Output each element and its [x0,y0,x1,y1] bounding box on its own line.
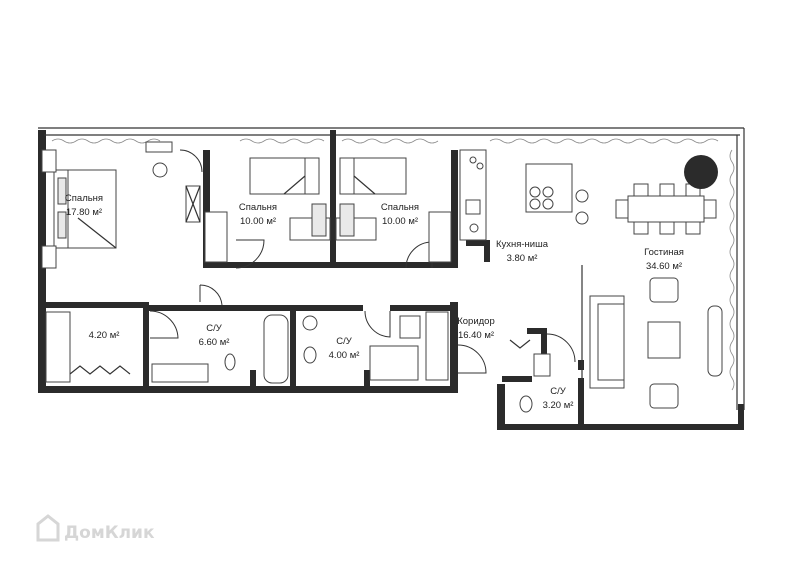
shower-2 [369,345,419,381]
toilet-2 [303,346,317,364]
toilet-1 [224,353,236,371]
coffee-table [647,321,681,359]
toilet-3 [519,395,533,413]
label-bedroom-2-name: Спальня [239,202,277,213]
label-kitchen-area: 3.80 м² [507,253,538,264]
label-bath-3-name: С/У [550,386,567,397]
house-logo-icon [36,514,60,542]
label-bath-1-area: 6.60 м² [199,337,230,348]
door-balcony-1 [179,149,203,173]
bathtub [263,314,289,384]
room-labels: Спальня 17.80 м² Спальня 10.00 м² Спальн… [65,193,684,411]
bed-2 [249,157,320,195]
windows [51,138,735,391]
vanity-1 [151,363,209,383]
storage-hangers [69,365,131,375]
main-bed [41,149,117,269]
chair-2 [311,203,327,237]
label-bath-2-area: 4.00 м² [329,350,360,361]
label-bath-1-name: С/У [206,323,223,334]
bed-3 [339,157,407,195]
armchair-2 [649,383,679,409]
door-bath-2 [364,310,391,338]
wardrobe-2 [204,211,228,263]
corridor-wardrobe [425,311,449,381]
stool [152,162,168,178]
dining-table [615,183,717,235]
interior-walls [44,130,584,428]
kitchen-island [525,163,589,225]
door-bath-3 [546,333,576,363]
armchair-1 [649,277,679,303]
label-bedroom-3-area: 10.00 м² [382,216,418,227]
label-living-area: 34.60 м² [646,261,682,272]
label-bedroom-3-name: Спальня [381,202,419,213]
tv-stand [707,305,723,377]
column-circle [684,155,718,189]
sofa [589,295,625,389]
label-bedroom-main-name: Спальня [65,193,103,204]
label-bath-2-name: С/У [336,336,353,347]
sink-3 [533,353,551,377]
chair-3 [339,203,355,237]
wardrobe-3 [428,211,452,263]
label-corridor-name: Коридор [457,316,495,327]
sink-2 [302,315,318,331]
label-corridor-area: 16.40 м² [458,330,494,341]
watermark: ДомКлик [36,514,155,543]
label-kitchen-name: Кухня-ниша [496,239,549,250]
label-bedroom-main-area: 17.80 м² [66,207,102,218]
label-storage-area: 4.20 м² [89,330,120,341]
label-living-name: Гостиная [644,247,684,258]
door-corridor [457,344,487,374]
bath-3-fixture [509,339,531,349]
label-bedroom-2-area: 10.00 м² [240,216,276,227]
desk-small [145,141,173,153]
kitchen-unit [459,149,487,241]
watermark-text: ДомКлик [64,523,155,543]
door-bath-1 [149,310,179,339]
label-bath-3-area: 3.20 м² [543,400,574,411]
vanity-2 [399,315,421,339]
storage-shelf [45,311,71,383]
door-bedroom-2 [235,239,265,269]
door-storage [199,284,223,306]
